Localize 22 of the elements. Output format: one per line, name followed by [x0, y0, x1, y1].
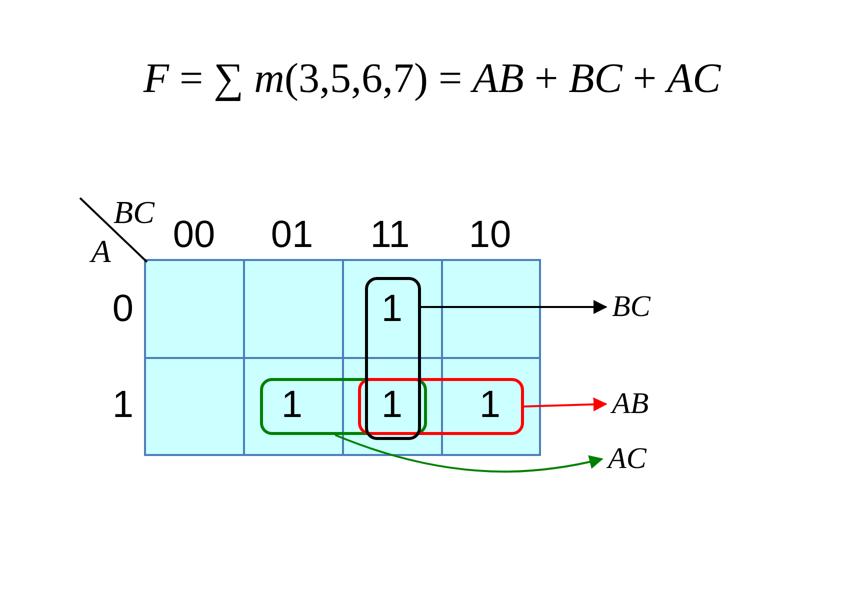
- term-label: AC: [608, 444, 646, 474]
- term-label: BC: [612, 292, 650, 322]
- cell-value: 1: [381, 386, 403, 424]
- grouping-loop: [260, 378, 427, 435]
- row-header: 1: [112, 386, 134, 424]
- cell-value: 1: [281, 386, 303, 424]
- term-label: AB: [612, 389, 649, 419]
- grouping-loop: [365, 277, 421, 440]
- column-header: 11: [370, 216, 410, 254]
- arrow: [334, 434, 604, 473]
- variable-label: BC: [114, 196, 154, 228]
- variable-label: A: [91, 235, 111, 267]
- grouping-loop: [358, 378, 524, 435]
- cell-value: 1: [479, 386, 501, 424]
- arrow: [524, 397, 608, 412]
- column-header: 01: [270, 216, 314, 254]
- column-header: 00: [172, 216, 216, 254]
- boolean-expression-title: F = ∑ m(3,5,6,7) = AB + BC + AC: [143, 58, 721, 100]
- arrow: [421, 300, 608, 314]
- row-header: 0: [112, 290, 134, 328]
- cell-value: 1: [381, 290, 403, 328]
- column-header: 10: [468, 216, 512, 254]
